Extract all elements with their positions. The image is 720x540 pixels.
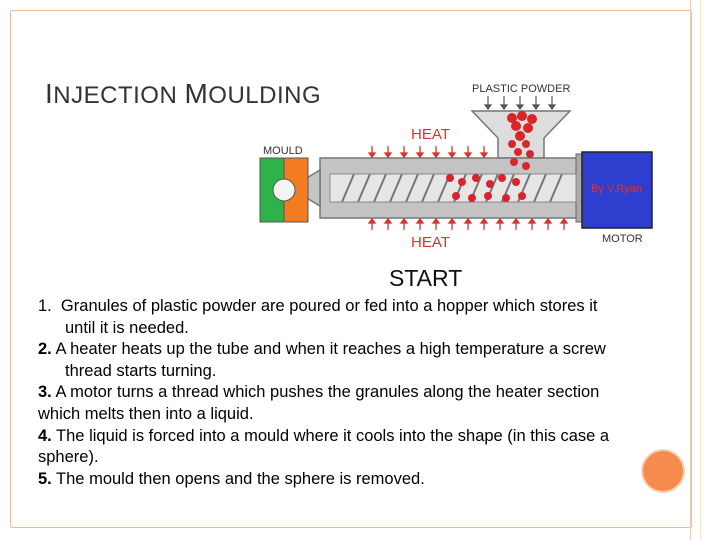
step-3: 3. A motor turns a thread which pushes t… (38, 382, 668, 404)
mould-cavity (272, 178, 296, 202)
motor (581, 151, 653, 229)
label-mould: MOULD (263, 145, 303, 157)
motor-coupling (575, 153, 583, 223)
slide-frame-line-outer (700, 0, 701, 540)
step-text: A motor turns a thread which pushes the … (51, 383, 600, 402)
injection-moulding-diagram: PLASTIC POWDER HEAT MOULD HEAT MOTOR STA… (259, 83, 653, 291)
label-plastic-powder: PLASTIC POWDER (472, 83, 570, 95)
label-heat-top: HEAT (411, 126, 450, 143)
label-start: START (389, 265, 462, 291)
step-number: 2. (38, 340, 52, 359)
step-number: 3. (38, 383, 52, 402)
step-3-continued: which melts then into a liquid. (38, 404, 254, 423)
step-4: 4. The liquid is forced into a mould whe… (38, 426, 668, 448)
heat-arrows-bottom (367, 217, 569, 230)
label-credit: By V.Ryan (591, 183, 642, 195)
slide-title: INJECTION MOULDING (45, 78, 321, 110)
slide-frame-line (690, 0, 691, 540)
step-2: 2. A heater heats up the tube and when i… (38, 339, 668, 361)
step-text: Granules of plastic powder are poured or… (51, 297, 598, 315)
step-text: The liquid is forced into a mould where … (51, 426, 610, 445)
label-heat-bottom: HEAT (411, 234, 450, 251)
title-cap-1: I (45, 78, 54, 109)
step-number: 4. (38, 426, 52, 445)
slide-frame (10, 10, 692, 528)
step-2-continued: thread starts turning. (65, 361, 217, 380)
step-number: 1. (38, 297, 52, 315)
plastic-granules (446, 111, 537, 202)
step-1: 1. Granules of plastic powder are poured… (38, 296, 668, 318)
heat-arrows-top (367, 146, 489, 159)
title-rest-2: OULDING (208, 82, 322, 109)
step-text: A heater heats up the tube and when it r… (51, 340, 606, 359)
label-motor: MOTOR (602, 233, 643, 245)
step-text: The mould then opens and the sphere is r… (51, 469, 425, 488)
step-1-continued: until it is needed. (65, 318, 189, 337)
step-number: 5. (38, 469, 52, 488)
decorative-orange-circle (641, 449, 685, 493)
step-5: 5. The mould then opens and the sphere i… (38, 469, 668, 491)
title-rest-1: NJECTION (53, 82, 185, 109)
step-4-continued: sphere). (38, 448, 99, 467)
powder-arrows (483, 96, 557, 110)
title-cap-2: M (184, 78, 209, 109)
steps-list: 1. Granules of plastic powder are poured… (38, 296, 668, 490)
